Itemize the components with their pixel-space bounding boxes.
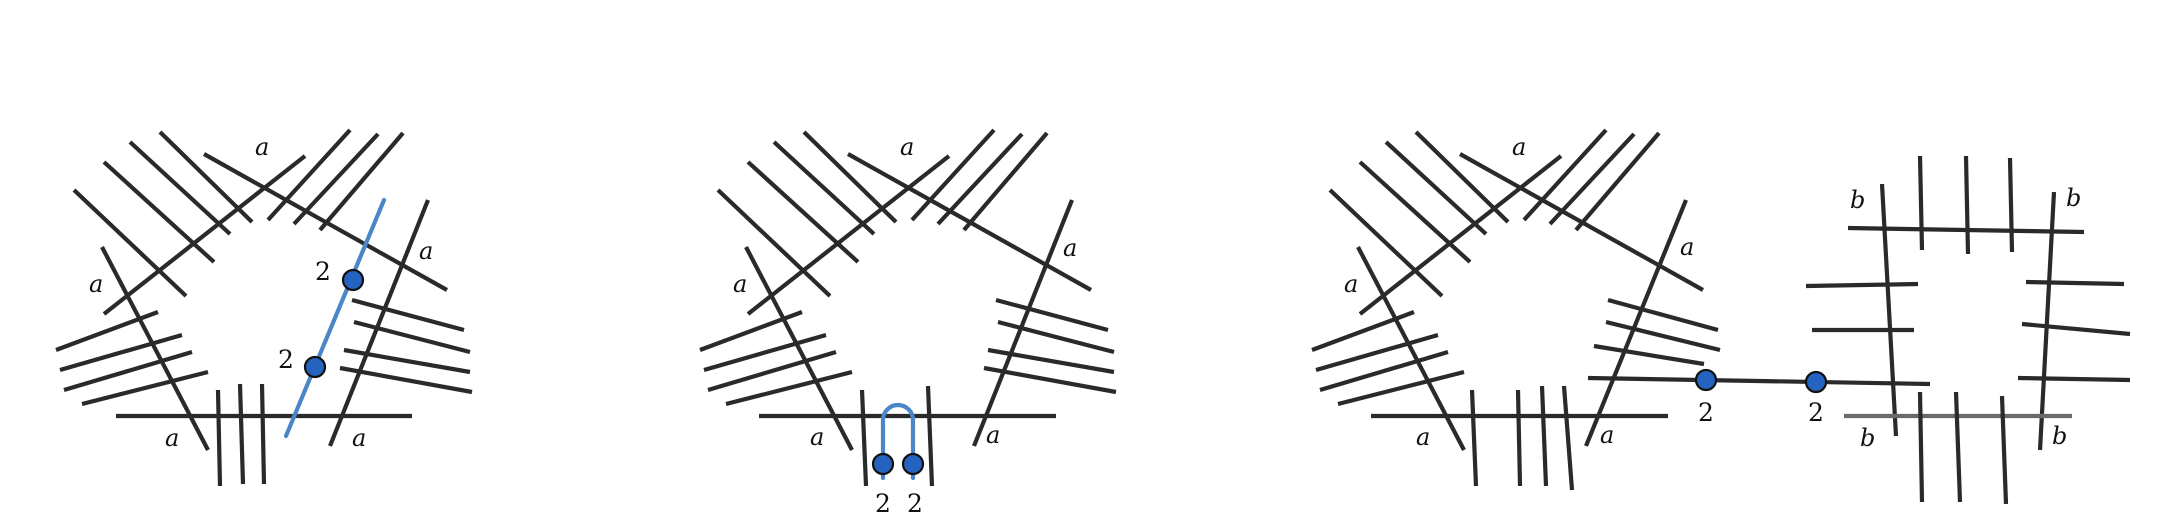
panel-3: a a a a a b b b b 2 2 xyxy=(1311,128,2131,505)
panel-3-labels: a a a a a b b b b 2 2 xyxy=(1344,133,2081,452)
panel-3-vertex-1 xyxy=(1694,368,1718,392)
panel-3-label-b-bottom-left: b xyxy=(1860,424,1875,452)
panel-3-label-left: a xyxy=(1344,270,1358,298)
panel-3-vertex-label-1: 2 xyxy=(1698,398,1714,427)
panel-2-label-bottom-left: a xyxy=(810,423,824,451)
panel-2-vertex-1 xyxy=(871,452,895,476)
panel-1-label-bottom-left: a xyxy=(165,424,179,452)
panel-3-vertex-2 xyxy=(1804,370,1828,394)
panel-1-label-top: a xyxy=(255,133,269,161)
panel-2-vertex-label-2: 2 xyxy=(907,489,923,518)
panel-2: a a a a a 2 2 xyxy=(699,128,1117,518)
panel-3-label-b-top-left: b xyxy=(1850,186,1865,214)
panel-3-square-lines xyxy=(1805,155,2131,505)
panel-1-vertex-1 xyxy=(341,268,365,292)
panel-2-vertex-2 xyxy=(901,452,925,476)
panel-2-label-left: a xyxy=(733,270,747,298)
panel-3-label-b-top-right: b xyxy=(2066,184,2081,212)
panel-1-lines xyxy=(55,128,473,487)
panel-2-label-bottom-right: a xyxy=(986,421,1000,449)
panel-1-vertex-label-2: 2 xyxy=(278,345,294,374)
panel-1-label-bottom-right: a xyxy=(352,424,366,452)
panel-1-vertex-2 xyxy=(303,355,327,379)
panel-2-lines xyxy=(699,128,1117,487)
panel-1-vertex-label-1: 2 xyxy=(315,257,331,286)
panel-3-label-top: a xyxy=(1512,133,1526,161)
panel-3-label-right: a xyxy=(1680,233,1694,261)
panel-2-label-right: a xyxy=(1063,234,1077,262)
panel-2-vertex-label-1: 2 xyxy=(875,489,891,518)
panel-1: a a a a a 2 2 xyxy=(55,128,473,487)
panel-3-vertex-label-2: 2 xyxy=(1808,398,1824,427)
panel-3-label-bottom-left: a xyxy=(1416,423,1430,451)
panel-3-pentagon-lines xyxy=(1311,128,1721,491)
panel-2-labels: a a a a a 2 2 xyxy=(733,133,1077,518)
panel-3-connecting-line xyxy=(1587,375,1931,387)
panel-2-blue-cap xyxy=(880,402,916,481)
panel-3-label-bottom-right: a xyxy=(1600,421,1614,449)
panel-1-label-left: a xyxy=(89,270,103,298)
panel-1-labels: a a a a a 2 2 xyxy=(89,133,433,452)
panel-1-label-right: a xyxy=(419,237,433,265)
panel-1-blue-curve xyxy=(283,197,387,439)
panel-2-label-top: a xyxy=(900,133,914,161)
panel-3-label-b-bottom-right: b xyxy=(2052,422,2067,450)
